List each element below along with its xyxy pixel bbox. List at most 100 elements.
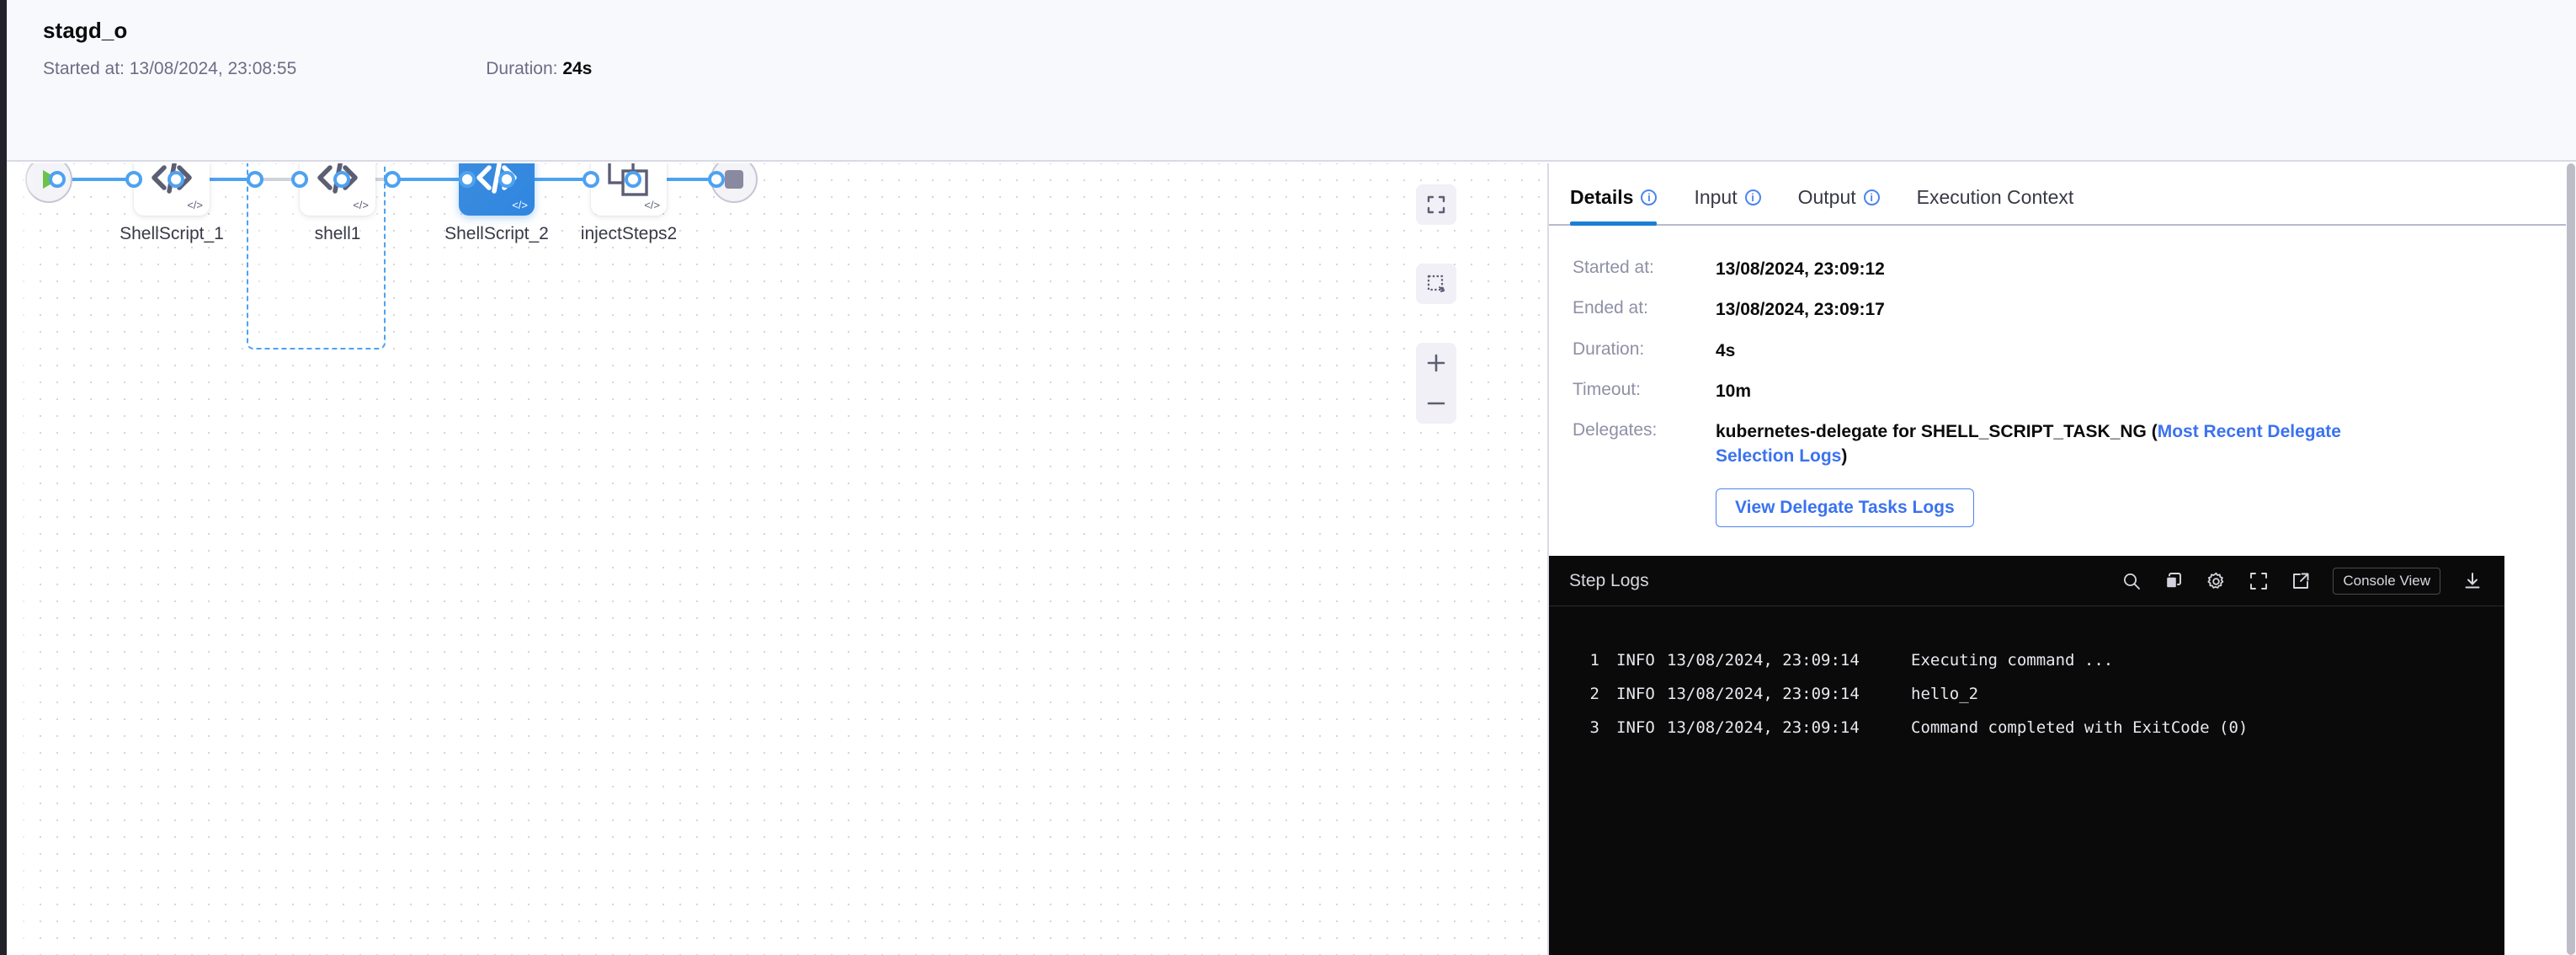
tab-details[interactable]: Details i (1570, 186, 1658, 226)
port-shellscript1-out (168, 171, 184, 188)
step-type-mini-icon: </> (187, 199, 203, 211)
log-message: hello_2 (1911, 685, 1979, 703)
detail-label: Timeout: (1573, 380, 1641, 400)
expand-icon[interactable] (2249, 571, 2269, 591)
step-node-label-shellscript2: ShellScript_2 (444, 224, 549, 243)
edge-group-to-shellscript2 (391, 178, 467, 181)
tab-label: Details (1570, 186, 1634, 208)
log-line: 3 INFO 13/08/2024, 23:09:14 Command comp… (1549, 711, 2504, 744)
dashed-select-icon (1416, 264, 1456, 304)
port-shellscript1-in (125, 171, 142, 188)
detail-value: 10m (1716, 381, 1752, 402)
detail-value: 4s (1716, 340, 1736, 360)
detail-value: kubernetes-delegate for SHELL_SCRIPT_TAS… (1716, 420, 2414, 468)
duration-meta: Duration: 24s (486, 59, 593, 78)
scrollbar-thumb[interactable] (2567, 163, 2575, 955)
info-icon[interactable]: i (1863, 189, 1880, 205)
page-scrollbar[interactable] (2566, 163, 2576, 955)
tab-output[interactable]: Output i (1798, 186, 1880, 224)
detail-row-timeout: Timeout: 10m (1549, 380, 2576, 403)
step-type-mini-icon: </> (644, 199, 660, 211)
log-line-number: 1 (1589, 651, 1599, 670)
detail-label: Duration: (1573, 339, 1645, 359)
gear-icon[interactable] (2206, 571, 2227, 592)
log-line: 2 INFO 13/08/2024, 23:09:14 hello_2 (1549, 677, 2504, 711)
detail-value: 13/08/2024, 23:09:17 (1716, 300, 1885, 320)
view-delegate-tasks-logs-button[interactable]: View Delegate Tasks Logs (1716, 488, 1974, 528)
search-icon[interactable] (2121, 571, 2142, 591)
edge-group-in-dashed (256, 178, 296, 181)
zoom-controls (1416, 343, 1456, 424)
selection-box-button[interactable] (1416, 264, 1456, 304)
port-start-out (49, 171, 66, 188)
log-message: Executing command ... (1911, 651, 2114, 670)
port-injectsteps2-in (583, 171, 599, 188)
detail-tabs: Details i Input i Output i Execution Con… (1549, 163, 2576, 226)
port-injectsteps2-out (625, 171, 641, 188)
header-meta: Started at: 13/08/2024, 23:08:55 Duratio… (43, 57, 592, 81)
log-level: INFO (1616, 685, 1655, 703)
log-message: Command completed with ExitCode (0) (1911, 718, 2249, 737)
delegates-text: kubernetes-delegate for SHELL_SCRIPT_TAS… (1716, 422, 2158, 442)
tab-execution-context[interactable]: Execution Context (1917, 186, 2074, 224)
detail-row-delegates: Delegates: kubernetes-delegate for SHELL… (1549, 420, 2576, 468)
log-line-number: 3 (1589, 718, 1599, 737)
page-title: stagd_o (43, 18, 128, 43)
port-group-out (384, 171, 401, 188)
info-icon[interactable]: i (1641, 189, 1658, 205)
log-line: 1 INFO 13/08/2024, 23:09:14 Executing co… (1549, 643, 2504, 677)
log-timestamp: 13/08/2024, 23:09:14 (1667, 651, 1860, 670)
open-external-icon[interactable] (2291, 571, 2311, 591)
edge-start-to-shellscript1 (51, 178, 135, 181)
delegates-suffix: ) (1841, 445, 1848, 466)
detail-row-started-at: Started at: 13/08/2024, 23:09:12 (1549, 258, 2576, 281)
stop-icon (725, 170, 743, 189)
console-log-output[interactable]: 1 INFO 13/08/2024, 23:09:14 Executing co… (1549, 606, 2504, 744)
port-shell1-out (333, 171, 350, 188)
tab-label: Execution Context (1916, 186, 2074, 208)
step-node-label-shellscript1: ShellScript_1 (120, 224, 224, 243)
port-group-in (247, 171, 263, 188)
details-content: Started at: 13/08/2024, 23:09:12 Ended a… (1549, 226, 2576, 528)
log-level: INFO (1616, 651, 1655, 670)
left-nav-rail (0, 0, 7, 955)
step-logs-console: Step Logs (1549, 556, 2504, 955)
tab-input[interactable]: Input i (1694, 186, 1761, 224)
port-shellscript2-out (498, 171, 515, 188)
zoom-in-button[interactable] (1416, 343, 1456, 383)
step-type-mini-icon: </> (512, 199, 528, 211)
fit-to-screen-button[interactable] (1416, 184, 1456, 225)
console-tool-group: Console View (2121, 556, 2483, 606)
console-view-button[interactable]: Console View (2333, 568, 2440, 595)
started-at-meta: Started at: 13/08/2024, 23:08:55 (43, 59, 297, 78)
tab-label: Output (1797, 186, 1856, 208)
info-icon[interactable]: i (1744, 189, 1761, 205)
edge-shellscript1-to-group (175, 178, 255, 181)
log-line-number: 2 (1589, 685, 1599, 703)
log-level: INFO (1616, 718, 1655, 737)
delegate-selection-logs-link[interactable]: Most Recent Delegate Selection Logs (1716, 422, 2341, 466)
step-type-mini-icon: </> (353, 199, 369, 211)
zoom-out-button[interactable] (1416, 383, 1456, 424)
detail-label: Ended at: (1573, 298, 1648, 318)
detail-label: Delegates: (1573, 420, 1658, 440)
step-node-label-injectsteps2: injectSteps2 (580, 224, 678, 243)
edge-shellscript2-to-injectsteps2 (507, 178, 591, 181)
console-toolbar: Step Logs (1549, 556, 2504, 606)
fit-screen-icon (1416, 184, 1456, 225)
start-node[interactable] (25, 163, 72, 203)
tab-label: Input (1694, 186, 1738, 208)
copy-icon[interactable] (2164, 571, 2184, 591)
step-node-label-shell1: shell1 (314, 224, 361, 243)
port-shell1-in (291, 171, 308, 188)
pipeline-canvas[interactable]: injectSteps1 </> (7, 163, 1546, 955)
detail-row-ended-at: Ended at: 13/08/2024, 23:09:17 (1549, 298, 2576, 322)
download-icon[interactable] (2462, 571, 2483, 591)
detail-label: Started at: (1573, 258, 1654, 277)
stage-header: stagd_o Started at: 13/08/2024, 23:08:55… (7, 0, 2576, 162)
port-shellscript2-in (459, 171, 476, 188)
log-timestamp: 13/08/2024, 23:09:14 (1667, 718, 1860, 737)
step-detail-panel: Details i Input i Output i Execution Con… (1547, 163, 2576, 955)
edge-injectsteps2-to-end (631, 178, 716, 181)
